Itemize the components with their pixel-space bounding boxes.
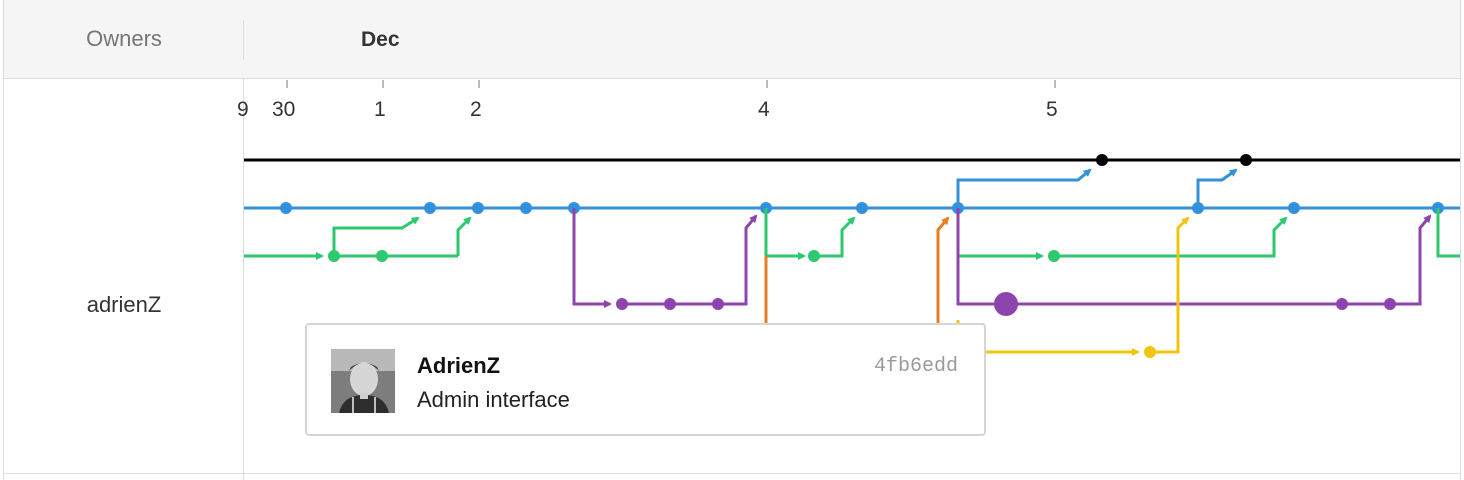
row-divider [4, 473, 1460, 474]
purple-commits[interactable] [616, 292, 1396, 316]
network-graph-canvas[interactable]: 9 30 1 2 4 5 [237, 80, 1460, 473]
branch-master[interactable] [244, 154, 1460, 166]
owners-column-header: Owners [86, 26, 162, 51]
network-graph-panel: Owners Dec adrienZ [3, 0, 1461, 480]
commit-dot[interactable] [1096, 154, 1108, 166]
network-header: Owners Dec [4, 0, 1460, 79]
date-tick-label: 2 [470, 98, 482, 121]
green-commits[interactable] [328, 250, 1060, 262]
network-graph[interactable]: 9 30 1 2 4 5 [237, 80, 1460, 473]
commit-message: Admin interface [417, 387, 570, 412]
branch-yellow[interactable] [956, 216, 1190, 356]
date-tick-label: 4 [758, 98, 770, 121]
commit-author: AdrienZ [417, 353, 501, 378]
author-avatar [331, 349, 395, 413]
date-tick-marks [286, 80, 1056, 88]
date-tick-label: 1 [374, 98, 386, 121]
branch-green[interactable] [244, 208, 1460, 260]
owner-name[interactable]: adrienZ [86, 292, 162, 317]
user-avatar-icon [331, 349, 395, 413]
commit-tooltip: AdrienZ Admin interface 4fb6edd [305, 323, 986, 436]
month-label: Dec [361, 28, 400, 51]
owner-column-divider [243, 79, 244, 480]
date-tick-label: 5 [1046, 98, 1058, 121]
date-tick-label: 9 [237, 98, 249, 121]
branch-blue[interactable] [244, 168, 1460, 210]
selected-commit[interactable] [994, 292, 1018, 316]
date-tick-label: 30 [272, 98, 295, 121]
blue-commits[interactable] [280, 202, 1444, 214]
branch-purple[interactable] [572, 208, 1432, 308]
header-divider [243, 20, 244, 60]
commit-dot[interactable] [1240, 154, 1252, 166]
branch-orange[interactable] [764, 216, 950, 340]
commit-sha[interactable]: 4fb6edd [873, 355, 958, 378]
commit-dot[interactable] [1144, 346, 1156, 358]
